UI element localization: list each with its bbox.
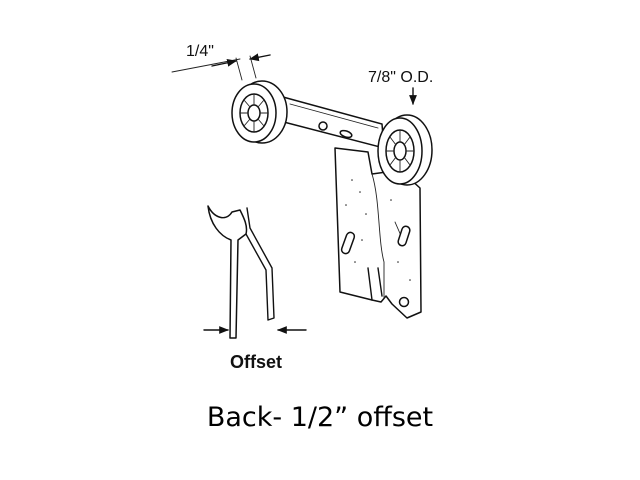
arm-rivet bbox=[318, 121, 328, 131]
width-dimension-label: 1/4" bbox=[186, 43, 214, 60]
offset-label: Offset bbox=[230, 352, 282, 372]
roller-wheel-left bbox=[231, 80, 288, 144]
adjustment-slot-right bbox=[397, 225, 411, 247]
arm-slot bbox=[339, 129, 353, 139]
roller-wheel-right bbox=[377, 114, 433, 186]
mounting-hole bbox=[398, 296, 410, 308]
offset-profile bbox=[207, 205, 275, 339]
adjustment-slot-left bbox=[340, 231, 356, 255]
width-dimension bbox=[171, 53, 271, 81]
caption: Back- 1/2” offset bbox=[207, 402, 433, 433]
diameter-dimension-label: 7/8" O.D. bbox=[368, 69, 433, 86]
mounting-plate bbox=[334, 147, 422, 319]
roller-arm bbox=[271, 93, 385, 149]
